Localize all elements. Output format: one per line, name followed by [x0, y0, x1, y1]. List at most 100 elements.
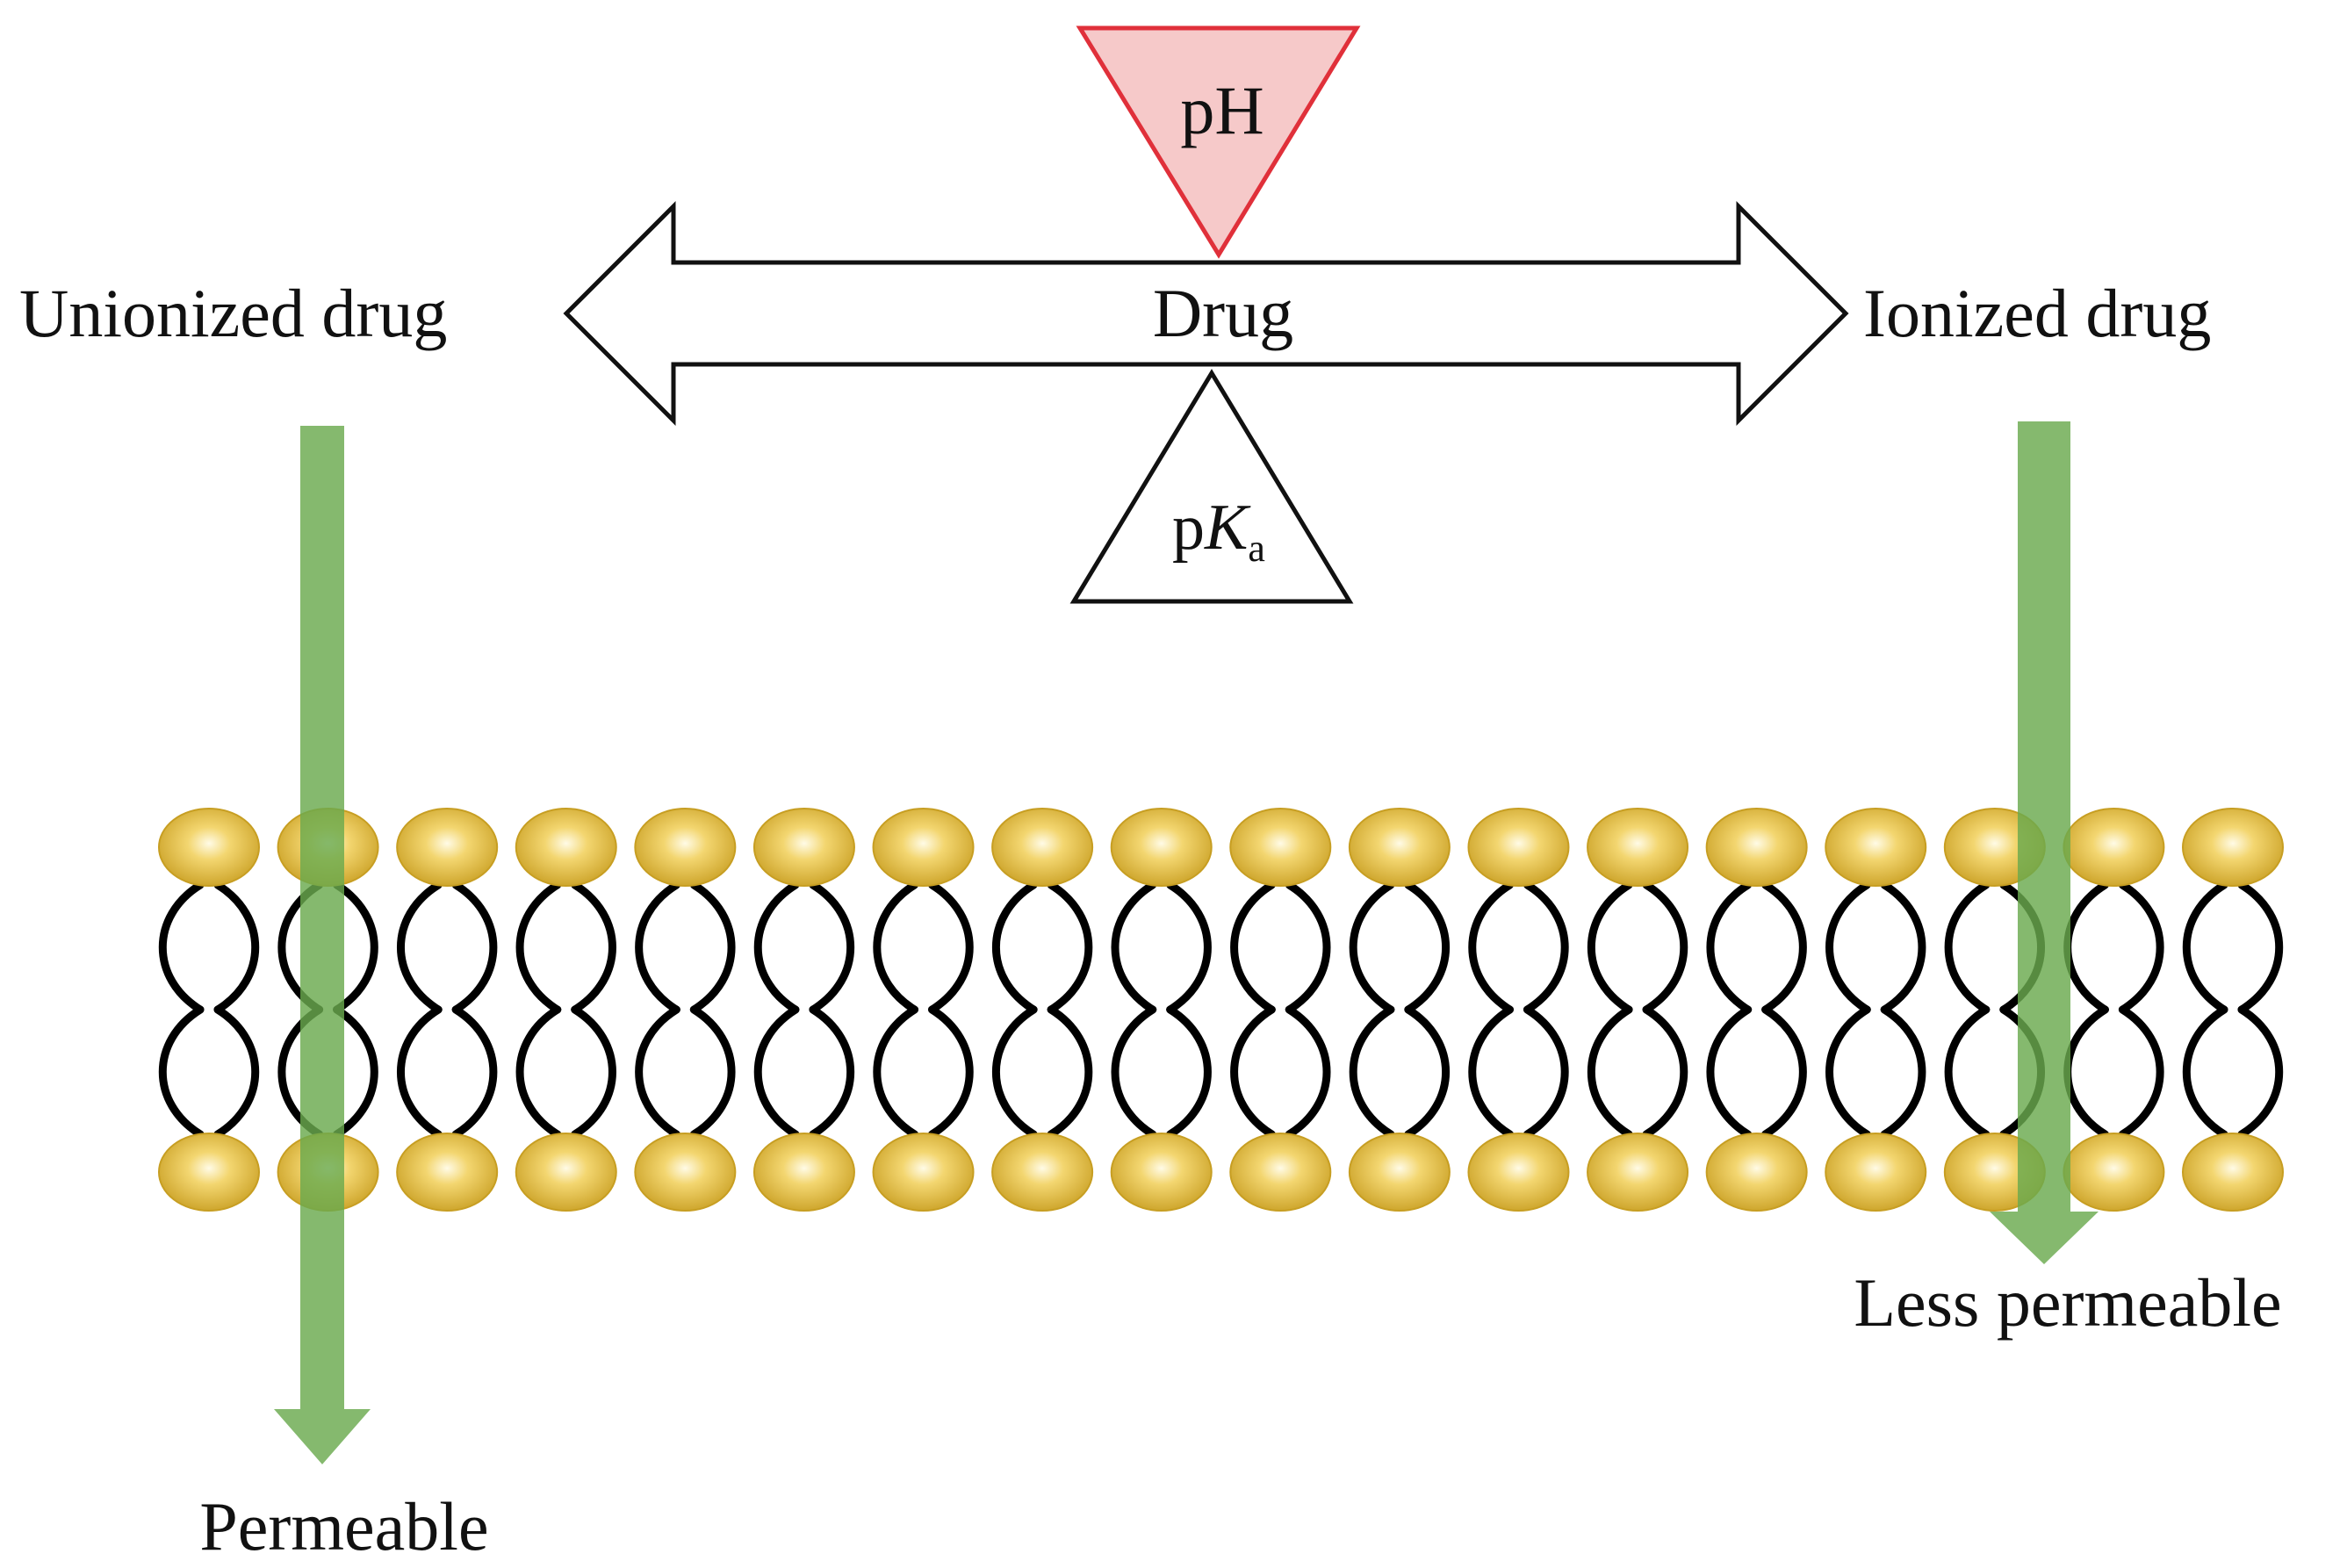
less-permeable-arrow [1990, 421, 2099, 1264]
lipid-tail [753, 881, 800, 1014]
lipid-head-top [515, 808, 617, 887]
lipid-tail [1587, 881, 1633, 1014]
lipid-tail [1523, 881, 1569, 1014]
lipid-tail [928, 881, 974, 1014]
lipid-tail [1285, 1005, 1331, 1139]
lipid-tail [809, 881, 854, 1014]
lipid-head-top [991, 808, 1094, 887]
lipid-tail [1349, 881, 1395, 1014]
lipid-heads [158, 808, 2284, 1212]
lipid-head-bottom [396, 1133, 499, 1212]
lipid-head-top [396, 808, 499, 887]
lipid-head-bottom [991, 1133, 1094, 1212]
lipid-head-bottom [2182, 1133, 2284, 1212]
lipid-tail [2063, 881, 2109, 1014]
lipid-tail [1587, 1005, 1633, 1139]
lipid-tail [397, 881, 443, 1014]
lipid-head-bottom [1348, 1133, 1451, 1212]
lipid-tail [992, 1005, 1038, 1139]
lipid-tail [1166, 881, 1212, 1014]
lipid-tail [1468, 881, 1514, 1014]
lipid-head-bottom [752, 1133, 855, 1212]
lipid-head-top [872, 808, 975, 887]
lipid-tail [1111, 881, 1157, 1014]
lipid-head-bottom [1467, 1133, 1570, 1212]
lipid-tail [992, 881, 1038, 1014]
lipid-tail [1230, 881, 1276, 1014]
lipid-head-top [634, 808, 737, 887]
lipid-tail [809, 1005, 854, 1139]
lipid-head-top [1587, 808, 1689, 887]
lipid-tail [873, 1005, 919, 1139]
lipid-tail [451, 1005, 498, 1139]
lipid-head-bottom [1587, 1133, 1689, 1212]
lipid-tail [1825, 881, 1871, 1014]
lipid-tail [2118, 1005, 2164, 1139]
lipid-tail [333, 1005, 378, 1139]
lipid-tail [158, 1005, 205, 1139]
permeable-arrow [274, 426, 371, 1464]
lipid-tail [635, 881, 680, 1014]
lipid-tails [158, 881, 2284, 1139]
lipid-head-bottom [158, 1133, 260, 1212]
unionized-drug-label: Unionized drug [19, 275, 447, 351]
lipid-tail [1944, 1005, 1991, 1139]
lipid-tail [1047, 1005, 1093, 1139]
lipid-tail [689, 1005, 736, 1139]
lipid-head-bottom [1110, 1133, 1213, 1212]
lipid-tail [1706, 881, 1753, 1014]
lipid-head-top [1825, 808, 1927, 887]
ph-triangle [1076, 25, 1361, 259]
lipid-tail [1642, 1005, 1688, 1139]
pka-triangle [1069, 369, 1354, 604]
permeable-label: Permeable [199, 1488, 488, 1564]
lipid-tail [1468, 1005, 1514, 1139]
lipid-tail [753, 1005, 800, 1139]
lipid-head-top [1348, 808, 1451, 887]
lipid-head-top [1467, 808, 1570, 887]
lipid-tail [213, 1005, 260, 1139]
lipid-tail [1944, 881, 1991, 1014]
lipid-tail [1706, 1005, 1753, 1139]
lipid-head-bottom [872, 1133, 975, 1212]
lipid-tail [158, 881, 205, 1014]
lipid-head-top [752, 808, 855, 887]
lipid-tail [2237, 881, 2284, 1014]
pka-label: pKa [1172, 492, 1265, 570]
lipid-tail [1761, 1005, 1807, 1139]
lipid-tail [2063, 1005, 2109, 1139]
lipid-tail [635, 1005, 680, 1139]
lipid-tail [515, 881, 562, 1014]
lipid-tail [1880, 881, 1926, 1014]
ph-label: pH [1180, 72, 1263, 148]
lipid-tail [213, 881, 260, 1014]
lipid-bilayer [158, 808, 2284, 1212]
lipid-tail [1761, 881, 1807, 1014]
lipid-head-top [1705, 808, 1808, 887]
lipid-tail [333, 881, 378, 1014]
lipid-tail [1825, 1005, 1871, 1139]
lipid-head-bottom [2063, 1133, 2165, 1212]
lipid-head-bottom [515, 1133, 617, 1212]
lipid-tail [873, 881, 919, 1014]
lipid-tail [451, 881, 498, 1014]
lipid-tail [2182, 1005, 2228, 1139]
less-permeable-label: Less permeable [1854, 1264, 2281, 1341]
lipid-head-bottom [1825, 1133, 1927, 1212]
lipid-tail [2237, 1005, 2284, 1139]
lipid-tail [2118, 881, 2164, 1014]
lipid-head-bottom [1705, 1133, 1808, 1212]
ionized-drug-label: Ionized drug [1863, 275, 2211, 351]
lipid-tail [571, 1005, 616, 1139]
lipid-head-top [1229, 808, 1332, 887]
lipid-tail [2182, 881, 2228, 1014]
equilibrium-double-arrow [563, 200, 1849, 427]
lipid-tail [1349, 1005, 1395, 1139]
lipid-tail [1285, 881, 1331, 1014]
lipid-head-top [1110, 808, 1213, 887]
lipid-tail [1523, 1005, 1569, 1139]
lipid-tail [689, 881, 736, 1014]
lipid-tail [1111, 1005, 1157, 1139]
lipid-tail [397, 1005, 443, 1139]
lipid-head-bottom [634, 1133, 737, 1212]
